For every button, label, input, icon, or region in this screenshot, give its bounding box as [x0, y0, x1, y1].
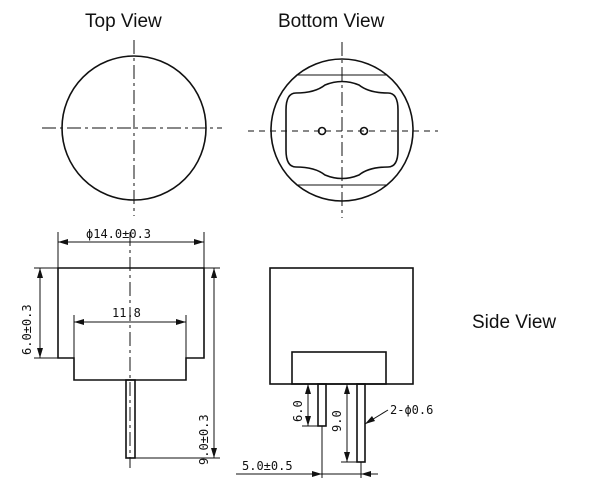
side-view-base-step: [291, 351, 387, 385]
pin-diameter-arrow: [365, 416, 375, 424]
side-view-title: Side View: [472, 312, 556, 333]
side-view-long-pin: [356, 383, 366, 463]
front-view: ϕ14.0±0.3 11.8 6.0±0.3 9.0±0.3: [20, 227, 220, 468]
total-height-label: 9.0±0.3: [197, 414, 211, 465]
total-height-arrow-top: [211, 268, 217, 278]
inner-width-arrow-right: [176, 319, 186, 325]
side-view: 6.0 9.0 2-ϕ0.6 5.0±0.5: [236, 267, 433, 478]
short-pin-arrow-top: [305, 384, 311, 394]
short-pin-arrow-bottom: [305, 416, 311, 426]
bottom-view-base-cutout: [285, 80, 399, 180]
diameter-label: ϕ14.0±0.3: [86, 227, 151, 241]
pin-spacing-arrow-left: [312, 471, 322, 477]
body-height-arrow-top: [37, 268, 43, 278]
bottom-view-title: Bottom View: [278, 11, 385, 32]
long-pin-label: 9.0: [330, 410, 344, 432]
bottom-view: [248, 42, 438, 218]
short-pin-label: 6.0: [291, 400, 305, 422]
total-height-arrow-bottom: [211, 448, 217, 458]
inner-width-label: 11.8: [112, 306, 141, 320]
inner-width-arrow-left: [74, 319, 84, 325]
front-view-body-outline: [57, 267, 205, 381]
diameter-arrow-right: [194, 239, 204, 245]
body-height-label: 6.0±0.3: [20, 304, 34, 355]
top-view-title: Top View: [85, 11, 162, 32]
body-height-arrow-bottom: [37, 348, 43, 358]
pin-spacing-label: 5.0±0.5: [242, 459, 293, 473]
long-pin-arrow-top: [344, 384, 350, 394]
pin-diameter-label: 2-ϕ0.6: [390, 403, 433, 417]
side-view-short-pin: [317, 383, 327, 427]
long-pin-arrow-bottom: [344, 452, 350, 462]
diameter-arrow-left: [58, 239, 68, 245]
top-view: [42, 40, 222, 216]
